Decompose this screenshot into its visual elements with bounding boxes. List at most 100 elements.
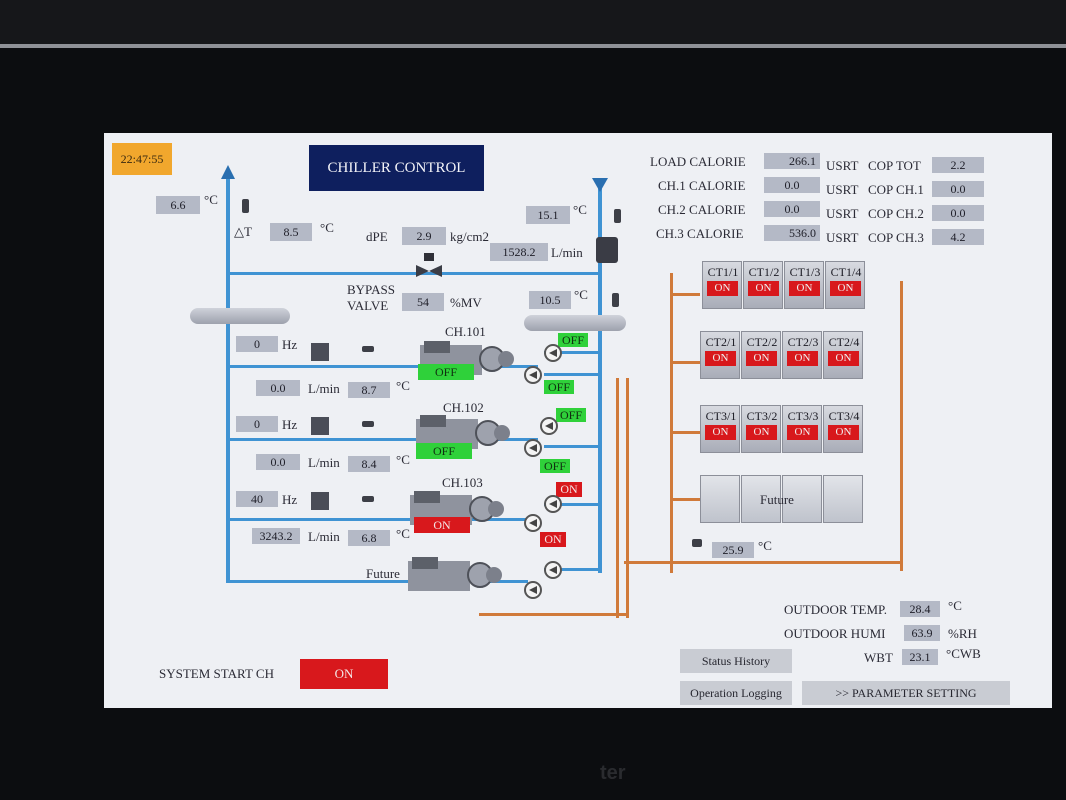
- ch102-hz-value: 0: [236, 416, 278, 432]
- ch103-pump2-icon[interactable]: [524, 514, 542, 532]
- page-title: CHILLER CONTROL: [309, 145, 484, 191]
- parameter-setting-button[interactable]: >> PARAMETER SETTING: [802, 681, 1010, 705]
- ct-feed-2: [670, 361, 700, 364]
- ct-feed-1: [670, 293, 700, 296]
- ch101-status-badge[interactable]: OFF: [418, 364, 474, 380]
- cop-ch1-label: COP CH.1: [868, 182, 924, 197]
- ch102-sensor-icon: [362, 421, 374, 427]
- system-start-label: SYSTEM START CH: [159, 666, 274, 681]
- load-calorie-value: 266.1: [764, 153, 820, 169]
- future-pump2-icon[interactable]: [524, 581, 542, 599]
- supply-temp-value: 6.6: [156, 196, 200, 214]
- cooling-tower-future-3: [782, 475, 822, 523]
- ch102-pump1-badge[interactable]: OFF: [556, 408, 586, 422]
- ch103-pipe: [228, 518, 538, 521]
- ch103-vfd-icon: [311, 492, 329, 510]
- ch101-pump1-icon[interactable]: [544, 344, 562, 362]
- ct-label: CT2/3: [787, 335, 819, 349]
- delta-t-unit: °C: [320, 220, 334, 235]
- wbt-value: 23.1: [902, 649, 938, 665]
- ch101-pump1-badge[interactable]: OFF: [558, 333, 588, 347]
- bypass-temp-unit: °C: [574, 287, 588, 302]
- ct-status-badge: ON: [707, 281, 738, 296]
- ch103-pump1-badge[interactable]: ON: [556, 482, 582, 497]
- outdoor-temp-unit: °C: [948, 598, 962, 613]
- return-header-pipe: [598, 183, 602, 573]
- ch102-status-badge[interactable]: OFF: [416, 443, 472, 459]
- ch3-calorie-label: CH.3 CALORIE: [656, 226, 744, 241]
- ct-label: CT1/4: [830, 265, 862, 279]
- ch102-hz-unit: Hz: [282, 417, 298, 432]
- ch101-pump2-badge[interactable]: OFF: [544, 380, 574, 394]
- outdoor-temp-value: 28.4: [900, 601, 940, 617]
- ct-label: CT1/1: [707, 265, 739, 279]
- ct-label: CT3/3: [787, 409, 819, 423]
- cop-ch3-value: 4.2: [932, 229, 984, 245]
- ct-status-badge: ON: [748, 281, 779, 296]
- dpe-value: 2.9: [402, 227, 446, 245]
- dpe-label: dPE: [366, 229, 388, 244]
- ct-label: CT2/2: [746, 335, 778, 349]
- ch102-pump2-icon[interactable]: [524, 439, 542, 457]
- ct-label: CT3/2: [746, 409, 778, 423]
- condenser-temp-value: 25.9: [712, 542, 754, 558]
- ch103-pump1-icon[interactable]: [544, 495, 562, 513]
- monitor-brand-text: ter: [600, 762, 626, 784]
- ch103-status-badge[interactable]: ON: [414, 517, 470, 533]
- ct-label: CT3/4: [828, 409, 860, 423]
- cop-ch1-value: 0.0: [932, 181, 984, 197]
- bypass-unit: %MV: [450, 295, 482, 310]
- ch101-name: CH.101: [445, 324, 486, 339]
- ch101-temp-unit: °C: [396, 378, 410, 393]
- supply-temp-unit: °C: [204, 192, 218, 207]
- condenser-header-v: [670, 273, 673, 573]
- operation-logging-button[interactable]: Operation Logging: [680, 681, 792, 705]
- clock-display: 22:47:55: [112, 143, 172, 175]
- future-pump1-icon[interactable]: [544, 561, 562, 579]
- system-start-button[interactable]: ON: [300, 659, 388, 689]
- ct-status-badge: ON: [828, 425, 859, 440]
- ch103-hz-unit: Hz: [282, 492, 298, 507]
- condenser-header-v2: [900, 281, 903, 571]
- cop-tot-value: 2.2: [932, 157, 984, 173]
- wbt-label: WBT: [864, 650, 893, 665]
- ct-status-badge: ON: [789, 281, 820, 296]
- ch103-pump2-badge[interactable]: ON: [540, 532, 566, 547]
- cooling-tower-future-4: [823, 475, 863, 523]
- ch101-pump2-icon[interactable]: [524, 366, 542, 384]
- supply-temp-sensor-icon: [242, 199, 249, 213]
- ct-status-badge: ON: [746, 425, 777, 440]
- bypass-temp-sensor-icon: [612, 293, 619, 307]
- outdoor-humi-label: OUTDOOR HUMI: [784, 626, 886, 641]
- main-flow-value: 1528.2: [490, 243, 548, 261]
- ct-status-badge: ON: [787, 351, 818, 366]
- condenser-header-h: [624, 561, 902, 564]
- condenser-temp-unit: °C: [758, 538, 772, 553]
- load-calorie-label: LOAD CALORIE: [650, 154, 746, 169]
- ch103-hz-value: 40: [236, 491, 278, 507]
- outdoor-humi-value: 63.9: [904, 625, 940, 641]
- ct-label: CT1/3: [789, 265, 821, 279]
- ch102-pipe: [228, 438, 538, 441]
- usrt-label-ch1: USRT: [826, 182, 859, 197]
- return-temp-sensor-icon: [614, 209, 621, 223]
- ch102-temp-unit: °C: [396, 452, 410, 467]
- ch102-pump2-badge[interactable]: OFF: [540, 459, 570, 473]
- status-history-button[interactable]: Status History: [680, 649, 792, 673]
- ch101-vfd-icon: [311, 343, 329, 361]
- delta-t-label: △T: [234, 224, 252, 239]
- ch102-pump1-icon[interactable]: [540, 417, 558, 435]
- usrt-label-tot: USRT: [826, 158, 859, 173]
